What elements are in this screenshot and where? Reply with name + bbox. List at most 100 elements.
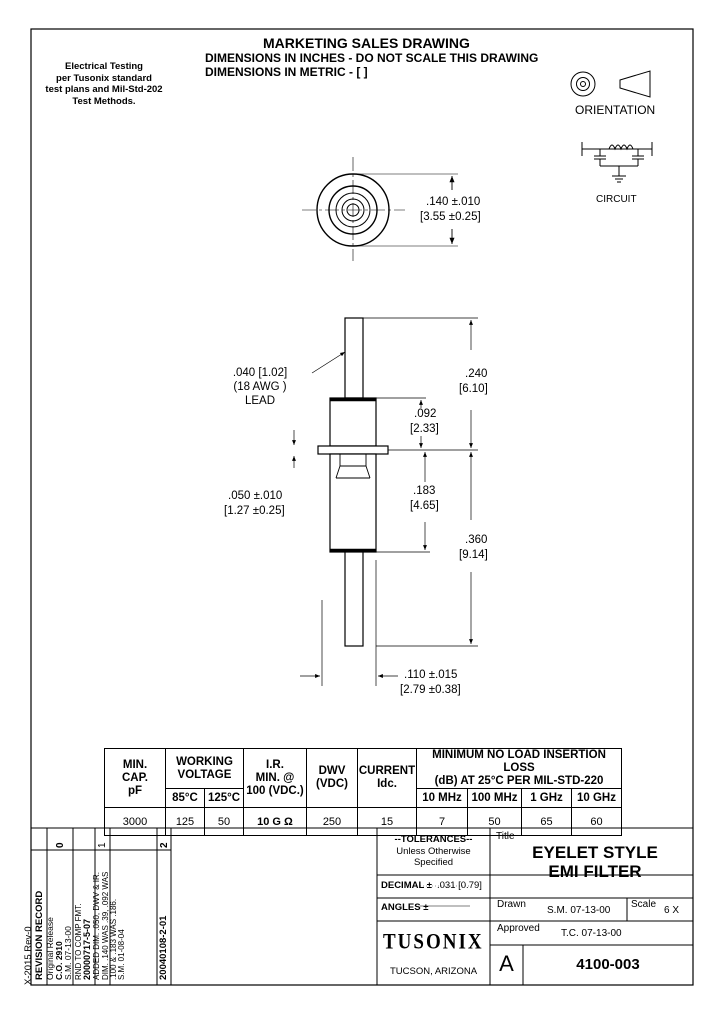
top-lead-dimension-mm: [6.10] bbox=[459, 383, 488, 395]
value-100mhz: 50 bbox=[467, 807, 522, 836]
drawn-label: Drawn bbox=[497, 899, 526, 910]
rev2-number: 2 bbox=[159, 842, 170, 848]
header-125c: 125°C bbox=[204, 788, 244, 808]
angles-value: —— bbox=[437, 899, 455, 909]
title-label: Title bbox=[496, 831, 515, 842]
orientation-label: ORIENTATION bbox=[575, 103, 656, 117]
rev0-block: Original Release C.O. 2910 S.M. 07-13-00 bbox=[45, 852, 73, 980]
decimal-label: DECIMAL ± bbox=[381, 880, 432, 891]
drawing-border bbox=[30, 28, 694, 986]
company-logo: TUSONIX bbox=[383, 930, 484, 955]
lead-dimension: .040 [1.02] bbox=[232, 367, 288, 379]
tolerances-sub2: Specified bbox=[413, 857, 454, 868]
lead-gauge: (18 AWG ) bbox=[233, 381, 287, 393]
header-ir-l3: 100 (VDC.) bbox=[246, 784, 304, 797]
approved-value: T.C. 07-13-00 bbox=[561, 928, 622, 939]
angles-label: ANGLES ± bbox=[381, 902, 429, 913]
header-ir: I.R. MIN. @ 100 (VDC.) bbox=[243, 748, 307, 808]
value-1ghz: 65 bbox=[521, 807, 572, 836]
orientation-symbol bbox=[570, 70, 651, 98]
header-il-l2: (dB) AT 25°C PER MIL-STD-220 bbox=[434, 775, 604, 787]
diameter-dimension-mm: [3.55 ±0.25] bbox=[420, 211, 481, 223]
drawing-title: MARKETING SALES DRAWING bbox=[263, 35, 470, 51]
approved-label: Approved bbox=[497, 923, 540, 934]
revision-record-label: REVISION RECORD bbox=[34, 890, 45, 980]
testing-note-line2: per Tusonix standard bbox=[56, 72, 152, 84]
circuit-label: CIRCUIT bbox=[596, 194, 637, 205]
end-view bbox=[302, 157, 458, 261]
header-insertion-loss: MINIMUM NO LOAD INSERTION LOSS (dB) AT 2… bbox=[416, 748, 622, 789]
header-1ghz: 1 GHz bbox=[521, 788, 572, 808]
header-min-cap: MIN. CAP. pF bbox=[104, 748, 166, 808]
header-min-cap-l3: pF bbox=[127, 784, 143, 797]
testing-note: Electrical Testing per Tusonix standard … bbox=[44, 61, 164, 107]
header-min-cap-l1: MIN. bbox=[122, 758, 148, 771]
testing-note-line4: Test Methods. bbox=[72, 95, 136, 107]
value-cap: 3000 bbox=[104, 807, 166, 836]
header-min-cap-l2: CAP. bbox=[122, 771, 148, 784]
header-ir-l1: I.R. bbox=[266, 758, 284, 771]
tolerances-sub1: Unless Otherwise bbox=[396, 845, 471, 857]
header-current: CURRENT Idc. bbox=[357, 748, 417, 808]
header-current-l1: CURRENT bbox=[358, 765, 416, 777]
header-ir-l2: MIN. @ bbox=[255, 771, 295, 784]
header-10mhz: 10 MHz bbox=[416, 788, 468, 808]
tolerances-title: --TOLERANCES-- bbox=[394, 834, 473, 845]
header-dwv-l1: DWV bbox=[318, 765, 346, 777]
value-current: 15 bbox=[357, 807, 417, 836]
drawn-value: S.M. 07-13-00 bbox=[547, 905, 611, 916]
specification-table: MIN. CAP. pF WORKING VOLTAGE I.R. MIN. @… bbox=[104, 748, 622, 836]
header-il-l1: MINIMUM NO LOAD INSERTION LOSS bbox=[432, 749, 606, 774]
value-v85: 125 bbox=[165, 807, 205, 836]
body-dimension-in: .183 bbox=[413, 485, 436, 497]
diameter-dimension-in: .140 ±.010 bbox=[426, 196, 481, 208]
drawing-title-block: EYELET STYLE EMI FILTER bbox=[525, 843, 665, 881]
thickness-dimension-in: .050 ±.010 bbox=[228, 490, 283, 502]
rev1-line2: 20000717-5-07 bbox=[82, 918, 93, 980]
header-dwv-l2: (VDC) bbox=[316, 778, 348, 790]
rev1-number: 1 bbox=[97, 842, 108, 848]
title-line1: EYELET STYLE bbox=[532, 843, 658, 862]
scale-label: Scale bbox=[631, 899, 657, 910]
part-number: 4100-003 bbox=[576, 956, 640, 973]
value-10ghz: 60 bbox=[571, 807, 622, 836]
width-dimension-mm: [2.79 ±0.38] bbox=[400, 684, 461, 696]
side-dimensions bbox=[292, 317, 478, 686]
rev2-line1: 20040108-2-01 bbox=[158, 915, 169, 980]
rev1-block: RND TO COMP FMT. 20000717-5-07 ADDED DIM… bbox=[74, 852, 127, 980]
scale-value: 6 X bbox=[664, 905, 680, 916]
value-v125: 50 bbox=[204, 807, 244, 836]
value-10mhz: 7 bbox=[416, 807, 468, 836]
decimal-value: .031 [0.79] bbox=[437, 880, 482, 891]
testing-note-line3: test plans and Mil-Std-202 bbox=[45, 84, 163, 95]
lead-callout: .040 [1.02] (18 AWG ) LEAD bbox=[225, 366, 295, 408]
value-ir: 10 G Ω bbox=[243, 807, 307, 836]
company-location: TUCSON, ARIZONA bbox=[389, 966, 478, 977]
rev0-number: 0 bbox=[55, 842, 66, 848]
dimensions-metric-note: DIMENSIONS IN METRIC - [ ] bbox=[205, 65, 368, 79]
body-dimension-mm: [4.65] bbox=[410, 500, 439, 512]
header-current-l2: Idc. bbox=[377, 778, 397, 790]
value-dwv: 250 bbox=[306, 807, 358, 836]
header-85c: 85°C bbox=[165, 788, 205, 808]
title-line2: EMI FILTER bbox=[548, 862, 642, 881]
header-10ghz: 10 GHz bbox=[571, 788, 622, 808]
flange-dimension-mm: [2.33] bbox=[410, 423, 439, 435]
total-dimension-in: .360 bbox=[465, 534, 488, 546]
header-working-voltage: WORKING VOLTAGE bbox=[165, 748, 244, 789]
width-dimension-in: .110 ±.015 bbox=[404, 669, 458, 681]
drawing-size: A bbox=[499, 951, 514, 976]
rev0-line3: S.M. 07-13-00 bbox=[63, 926, 73, 980]
header-wv-l1: WORKING bbox=[176, 755, 233, 768]
header-wv-l2: VOLTAGE bbox=[177, 768, 232, 781]
flange-dimension-in: .092 bbox=[414, 408, 437, 420]
header-dwv: DWV (VDC) bbox=[306, 748, 358, 808]
side-view bbox=[317, 317, 389, 647]
tolerances-box: --TOLERANCES-- Unless Otherwise Specifie… bbox=[377, 834, 490, 869]
lead-label: LEAD bbox=[244, 395, 276, 407]
circuit-schematic bbox=[581, 142, 653, 183]
rev1-line6: S.M. 01-08-04 bbox=[117, 929, 127, 980]
total-dimension-mm: [9.14] bbox=[459, 549, 488, 561]
thickness-dimension-mm: [1.27 ±0.25] bbox=[224, 505, 285, 517]
